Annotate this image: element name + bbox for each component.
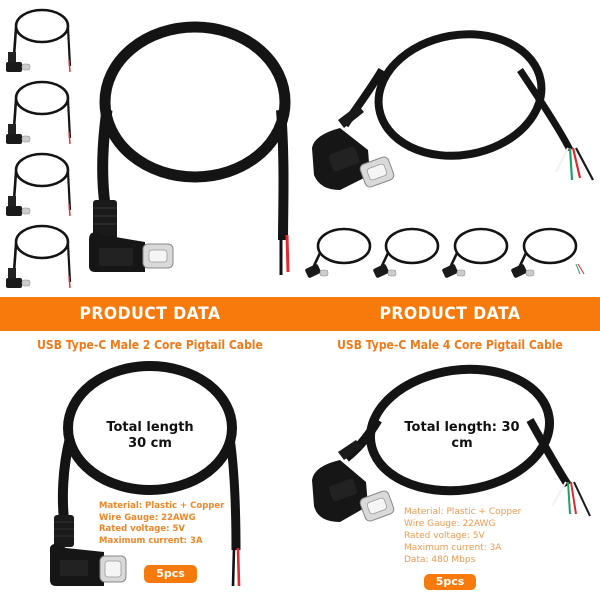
spec-panel-4core: Total length: 30 cm Material: Plastic + …	[300, 360, 600, 600]
spec-material: Material: Plastic + Copper	[99, 501, 225, 511]
spec-material: Material: Plastic + Copper	[404, 507, 522, 517]
cable-image-4core-main	[312, 30, 594, 190]
spec-list-2core: Material: Plastic + Copper Wire Gauge: 2…	[99, 501, 224, 547]
spec-rated-voltage: Rated voltage: 5V	[99, 524, 185, 534]
cable-thumbnails-2core	[4, 8, 72, 290]
spec-data-rate: Data: 480 Mbps	[404, 555, 476, 565]
product-photo-2core	[0, 0, 300, 296]
quantity-badge-2core: 5pcs	[144, 565, 197, 583]
spec-wire-gauge: Wire Gauge: 22AWG	[99, 512, 196, 523]
spec-max-current: Maximum current: 3A	[99, 535, 203, 546]
total-length-label-4core: Total length: 30 cm	[404, 420, 520, 451]
banner-title-right: PRODUCT DATA	[379, 304, 521, 324]
spec-wire-gauge: Wire Gauge: 22AWG	[404, 519, 496, 529]
subtitle-2core: USB Type-C Male 2 Core Pigtail Cable	[37, 338, 263, 352]
cable-image-2core-spec	[50, 361, 241, 587]
spec-rated-voltage: Rated voltage: 5V	[404, 531, 485, 541]
total-length-label-2core: Total length 30 cm	[106, 420, 194, 451]
spec-panel-2core: Total length 30 cm Material: Plastic + C…	[0, 360, 300, 600]
subtitle-4core: USB Type-C Male 4 Core Pigtail Cable	[337, 338, 563, 352]
quantity-badge-4core: 5pcs	[424, 574, 476, 590]
cable-image-2core-main	[89, 21, 291, 275]
cable-image-4core-spec	[312, 364, 591, 522]
spec-max-current: Maximum current: 3A	[404, 543, 502, 553]
product-photo-4core	[300, 0, 600, 296]
banner-title-left: PRODUCT DATA	[79, 304, 221, 324]
cable-thumbnails-4core	[305, 227, 585, 280]
spec-list-4core: Material: Plastic + Copper Wire Gauge: 2…	[404, 506, 521, 566]
product-data-banner: PRODUCT DATA PRODUCT DATA	[0, 297, 600, 331]
